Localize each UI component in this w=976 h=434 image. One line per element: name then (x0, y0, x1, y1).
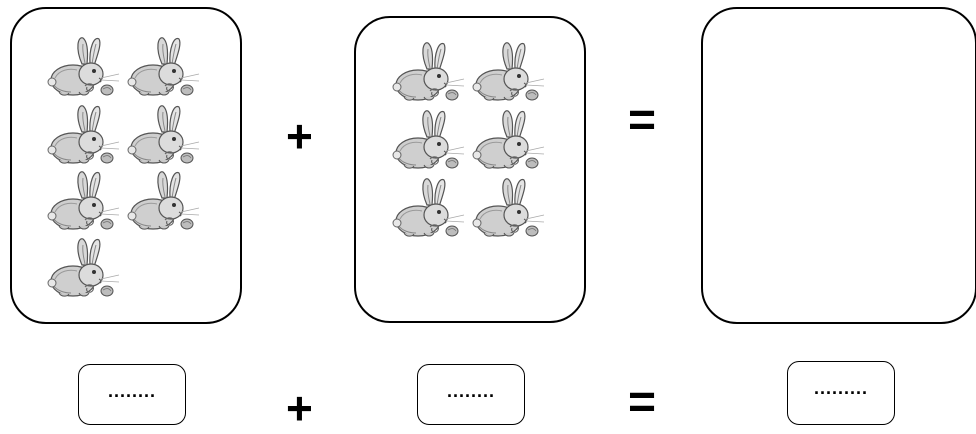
rabbit-icon (127, 171, 200, 230)
rabbit-icon (47, 171, 120, 230)
rabbit-icon (392, 42, 465, 101)
rabbit-icon (47, 37, 120, 96)
equals-sign-answer-row: = (628, 376, 657, 429)
rabbit-icon (472, 42, 545, 101)
equals-sign: = (628, 94, 657, 147)
rabbit-icon (392, 178, 465, 237)
group-a-box (10, 7, 242, 324)
answer-blank: ........ (446, 381, 495, 401)
plus-sign: + (286, 110, 313, 162)
plus-sign-answer-row: + (286, 382, 313, 434)
rabbit-icon (47, 105, 120, 164)
rabbit-icon (127, 105, 200, 164)
rabbit-icon (392, 110, 465, 169)
answer-box-second[interactable]: ........ (417, 364, 525, 425)
rabbit-icon (47, 238, 120, 297)
result-box[interactable] (701, 7, 976, 324)
group-b-box (354, 16, 586, 323)
answer-blank: ........ (107, 381, 156, 401)
rabbit-icon (472, 110, 545, 169)
answer-box-result[interactable]: ......... (787, 361, 895, 425)
rabbit-icon (472, 178, 545, 237)
answer-blank: ......... (813, 378, 868, 398)
answer-box-first[interactable]: ........ (78, 364, 186, 425)
rabbit-icon (127, 37, 200, 96)
